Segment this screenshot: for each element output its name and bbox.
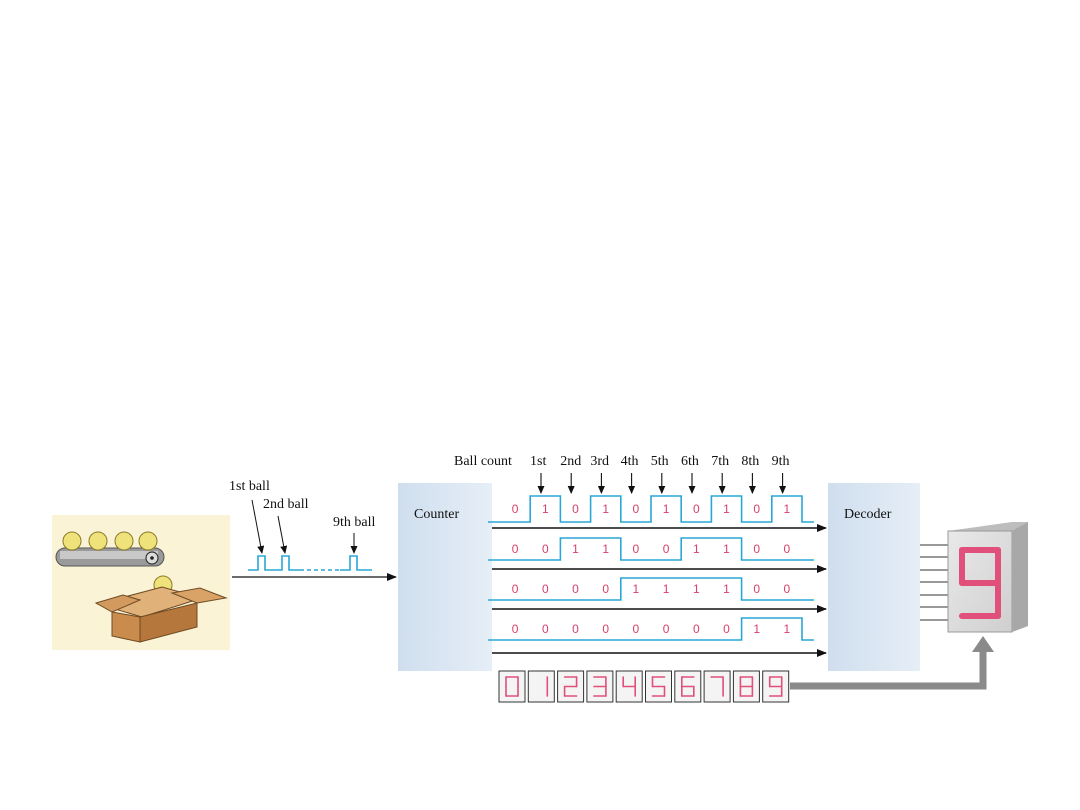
digit-cell-frame: [703, 670, 731, 703]
digit-cell-frame: [732, 670, 760, 703]
ordinal-label: 5th: [650, 454, 669, 469]
waveform-row-3: [488, 577, 827, 613]
ordinal-label: 4th: [620, 454, 639, 469]
bit-value: 0: [783, 542, 791, 556]
bit-value: 1: [723, 542, 730, 556]
ball-count-arrows: [537, 473, 787, 494]
ordinal-label: 2nd: [560, 454, 582, 469]
ball-count-label: Ball count: [454, 454, 512, 469]
decoder-block: [828, 483, 920, 671]
bit-value: 0: [511, 622, 519, 636]
second-ball-label: 2nd ball: [263, 497, 309, 512]
bit-value: 1: [541, 502, 549, 516]
bit-value: 0: [692, 502, 700, 516]
digit-cell-8: [732, 670, 760, 703]
waveform-trace: [488, 577, 814, 601]
digit-cell-1: [527, 670, 555, 703]
counter-output-waveforms: [488, 495, 827, 657]
waveform-row-2: [488, 537, 827, 573]
waveform-trace: [488, 495, 814, 523]
ordinal-label: 3rd: [590, 454, 610, 469]
ordinal-label: 1st: [530, 454, 547, 469]
bit-value: 1: [783, 622, 791, 636]
bit-value: 1: [692, 542, 700, 556]
digit-cell-frame: [527, 670, 555, 703]
digit-cell-6: [674, 670, 702, 703]
digit-cell-frame: [498, 670, 526, 703]
digit-cell-3: [586, 670, 614, 703]
decoder-output-lines: [920, 544, 948, 621]
ninth-ball-label: 9th ball: [333, 515, 376, 530]
ordinal-label: 7th: [711, 454, 730, 469]
bit-value: 1: [572, 542, 579, 556]
bit-value: 1: [723, 502, 730, 516]
seven-segment-display-icon: [947, 522, 1028, 633]
bit-value: 0: [753, 582, 761, 596]
bit-value: 0: [511, 502, 519, 516]
bit-value: 0: [572, 582, 579, 596]
ball-icon: [62, 531, 173, 595]
counter-label: Counter: [414, 507, 460, 522]
bit-value: 1: [723, 582, 730, 596]
waveform-trace: [488, 617, 814, 641]
bit-value: 1: [662, 502, 670, 516]
digit-cell-2: [557, 670, 585, 703]
bit-value: 0: [632, 542, 640, 556]
bit-value: 0: [692, 622, 700, 636]
bit-value: 0: [541, 582, 549, 596]
bit-value: 0: [753, 542, 761, 556]
bit-value: 1: [692, 582, 700, 596]
bit-value: 0: [662, 622, 670, 636]
bit-value: 0: [662, 542, 670, 556]
bit-value: 0: [632, 622, 640, 636]
digit-cell-5: [645, 670, 672, 703]
bit-value: 1: [662, 582, 670, 596]
bit-value: 1: [632, 582, 640, 596]
cardboard-box-icon: [94, 586, 228, 643]
bit-value: 0: [511, 542, 519, 556]
bit-value: 0: [783, 582, 791, 596]
waveform-row-1: [488, 495, 827, 532]
bit-value: 0: [572, 502, 579, 516]
digit-sequence-strip: [498, 670, 790, 703]
bit-value: 0: [541, 622, 549, 636]
digit-cell-0: [498, 670, 526, 703]
ordinal-label: 8th: [741, 454, 760, 469]
bit-value: 0: [572, 622, 579, 636]
waveform-row-4: [488, 617, 827, 657]
bit-value: 1: [783, 502, 791, 516]
big-display-digit: [959, 547, 1001, 619]
ordinal-label: 6th: [681, 454, 699, 469]
bit-value: 0: [511, 582, 519, 596]
bit-value: 0: [602, 582, 610, 596]
digit-cell-7: [703, 670, 731, 703]
conveyor-scene: [52, 515, 230, 650]
digit-cell-9: [762, 670, 790, 703]
bit-value: 0: [602, 622, 610, 636]
input-pulse-signal: [232, 499, 397, 581]
bit-value: 1: [753, 622, 761, 636]
ordinal-label: 9th: [771, 454, 790, 469]
first-ball-label: 1st ball: [229, 479, 270, 494]
bit-value: 0: [632, 502, 640, 516]
waveform-trace: [488, 537, 814, 561]
decoder-label: Decoder: [844, 507, 892, 522]
conveyor-belt-icon: [55, 547, 165, 567]
bit-value: 0: [753, 502, 761, 516]
digit-cell-4: [615, 670, 643, 703]
counter-block: [398, 483, 492, 671]
display-feedback-arrow: [790, 636, 994, 690]
bit-value: 0: [541, 542, 549, 556]
bit-value: 1: [602, 542, 610, 556]
bit-value: 0: [723, 622, 730, 636]
bit-value: 1: [602, 502, 610, 516]
